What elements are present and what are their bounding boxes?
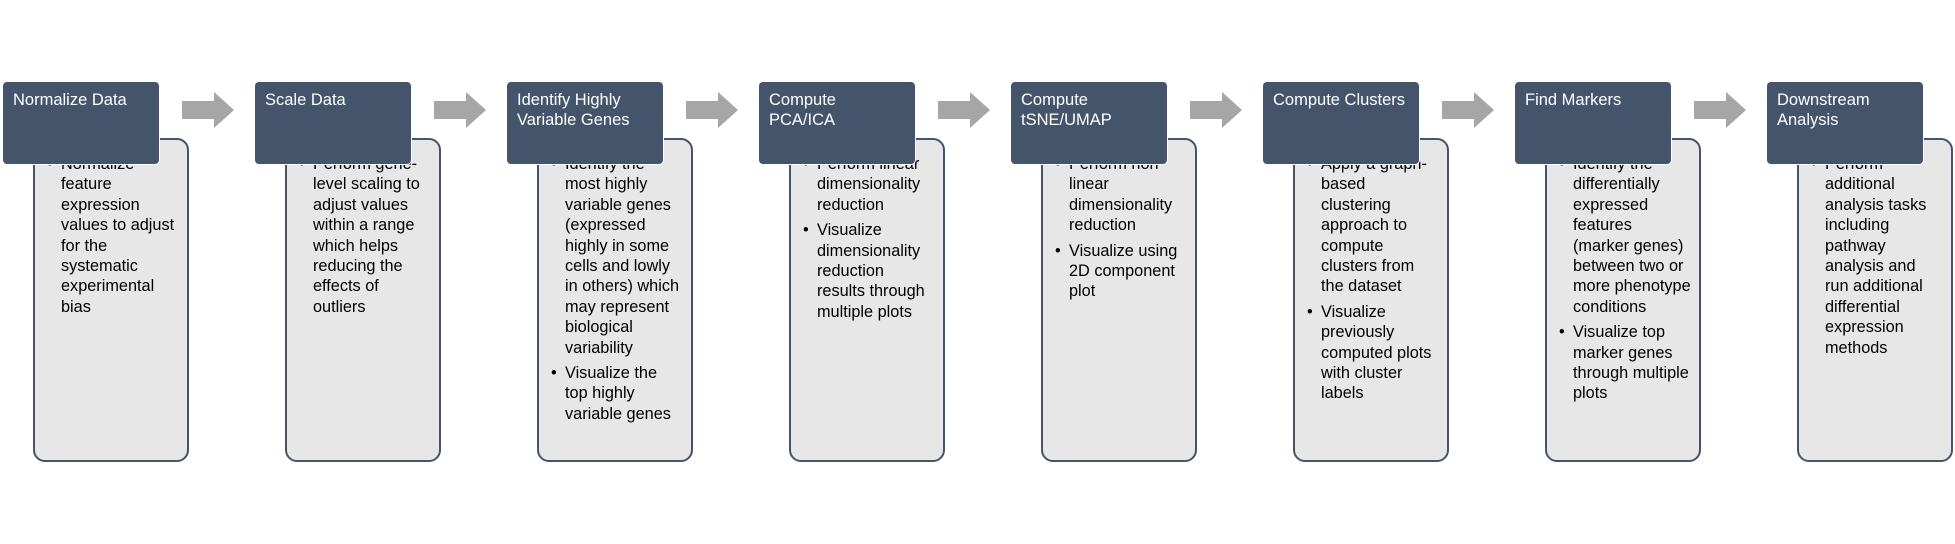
step-title: Scale Data bbox=[254, 81, 412, 165]
step-bullet: Visualize the top highly variable genes bbox=[551, 363, 683, 424]
step-description: Apply a graph-based clustering approach … bbox=[1293, 138, 1449, 462]
arrow-right-icon bbox=[182, 92, 234, 128]
step-downstream-analysis: Perform additional analysis tasks includ… bbox=[1766, 81, 1955, 465]
arrow-right-icon bbox=[1442, 92, 1494, 128]
step-description: Identify the most highly variable genes … bbox=[537, 138, 693, 462]
step-bullet: Apply a graph-based clustering approach … bbox=[1307, 154, 1439, 297]
step-compute-clusters: Apply a graph-based clustering approach … bbox=[1262, 81, 1468, 465]
step-compute-pca-ica: Perform linear dimensionality reduction … bbox=[758, 81, 964, 465]
step-bullet: Perform gene-level scaling to adjust val… bbox=[299, 154, 431, 317]
step-bullet: Perform non-linear dimensionality reduct… bbox=[1055, 154, 1187, 236]
step-description: Perform gene-level scaling to adjust val… bbox=[285, 138, 441, 462]
step-title: Compute Clusters bbox=[1262, 81, 1420, 165]
step-bullet: Visualize using 2D component plot bbox=[1055, 241, 1187, 302]
arrow-right-icon bbox=[938, 92, 990, 128]
step-bullet: Visualize previously computed plots with… bbox=[1307, 302, 1439, 404]
step-title: Compute PCA/ICA bbox=[758, 81, 916, 165]
step-bullet: Perform additional analysis tasks includ… bbox=[1811, 154, 1943, 358]
step-title: Identify Highly Variable Genes bbox=[506, 81, 664, 165]
step-bullet: Identify the most highly variable genes … bbox=[551, 154, 683, 358]
step-description: Identify the differentially expressed fe… bbox=[1545, 138, 1701, 462]
step-description: Perform linear dimensionality reduction … bbox=[789, 138, 945, 462]
step-scale-data: Perform gene-level scaling to adjust val… bbox=[254, 81, 460, 465]
step-title: Compute tSNE/UMAP bbox=[1010, 81, 1168, 165]
step-description: Normalize feature expression values to a… bbox=[33, 138, 189, 462]
step-title: Downstream Analysis bbox=[1766, 81, 1924, 165]
step-title: Find Markers bbox=[1514, 81, 1672, 165]
arrow-right-icon bbox=[1190, 92, 1242, 128]
step-description: Perform additional analysis tasks includ… bbox=[1797, 138, 1953, 462]
arrow-right-icon bbox=[434, 92, 486, 128]
arrow-right-icon bbox=[686, 92, 738, 128]
step-title: Normalize Data bbox=[2, 81, 160, 165]
step-description: Perform non-linear dimensionality reduct… bbox=[1041, 138, 1197, 462]
step-bullet: Normalize feature expression values to a… bbox=[47, 154, 179, 317]
step-find-markers: Identify the differentially expressed fe… bbox=[1514, 81, 1720, 465]
step-bullet: Visualize top marker genes through multi… bbox=[1559, 322, 1691, 404]
step-compute-tsne-umap: Perform non-linear dimensionality reduct… bbox=[1010, 81, 1216, 465]
step-identify-variable-genes: Identify the most highly variable genes … bbox=[506, 81, 712, 465]
step-bullet: Visualize dimensionality reduction resul… bbox=[803, 220, 935, 322]
step-normalize-data: Normalize feature expression values to a… bbox=[2, 81, 208, 465]
arrow-right-icon bbox=[1694, 92, 1746, 128]
step-bullet: Identify the differentially expressed fe… bbox=[1559, 154, 1691, 317]
